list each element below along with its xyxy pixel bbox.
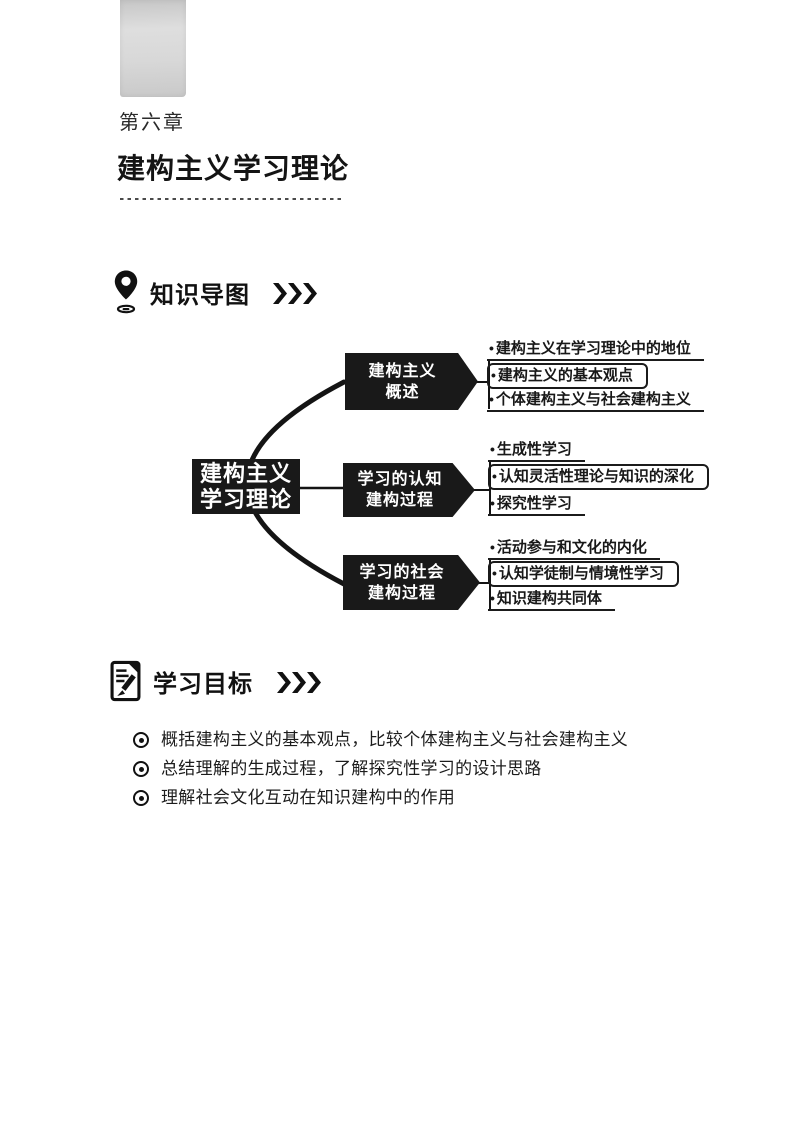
map-leaf-label: 探究性学习 xyxy=(496,495,572,512)
objective-text: 概括建构主义的基本观点，比较个体建构主义与社会建构主义 xyxy=(161,730,629,749)
map-leaf: •认知灵活性理论与知识的深化 xyxy=(488,464,709,490)
bullet-icon: • xyxy=(492,565,497,581)
map-leaf-label: 建构主义的基本观点 xyxy=(497,367,633,384)
branch-label-line1: 建构主义 xyxy=(368,362,437,380)
objective-item: 理解社会文化互动在知识建构中的作用 xyxy=(133,788,628,808)
branch-label-line2: 建构过程 xyxy=(365,492,434,509)
map-leaf-label: 活动参与和文化的内化 xyxy=(496,539,647,556)
knowledge-map-diagram: 建构主义 学习理论 建构主义 概述 学习的认知 建构过程 学习的社会 建构过程 … xyxy=(0,330,780,630)
branch-label-line1: 学习的认知 xyxy=(357,471,443,488)
objective-text: 总结理解的生成过程，了解探究性学习的设计思路 xyxy=(161,759,542,778)
map-leaf-label: 建构主义在学习理论中的地位 xyxy=(495,340,691,357)
bullet-icon: • xyxy=(490,590,495,606)
map-leaf: •建构主义在学习理论中的地位 xyxy=(487,339,704,361)
bullet-icon: • xyxy=(490,441,495,457)
bullet-icon: • xyxy=(489,340,494,356)
bullet-icon: • xyxy=(491,367,496,383)
map-root-label-line1: 建构主义 xyxy=(199,460,292,486)
map-leaf: •建构主义的基本观点 xyxy=(487,363,648,389)
map-leaf: •个体建构主义与社会建构主义 xyxy=(487,390,704,412)
knowledge-map-header: 知识导图 xyxy=(113,268,317,316)
target-bullet-icon xyxy=(133,732,149,748)
page-title: 建构主义学习理论 xyxy=(117,153,350,184)
branch-label-line2: 建构过程 xyxy=(367,584,436,602)
map-branch-node-cognitive: 学习的认知 建构过程 xyxy=(343,463,475,517)
map-leaf: •认知学徒制与情境性学习 xyxy=(488,561,679,587)
map-branch-node-overview: 建构主义 概述 xyxy=(345,353,478,410)
map-leaf: •知识建构共同体 xyxy=(488,589,615,611)
triple-arrow-icon xyxy=(277,671,321,693)
map-leaf-label: 生成性学习 xyxy=(496,441,572,458)
map-leaf: •探究性学习 xyxy=(488,494,585,516)
map-leaf-label: 知识建构共同体 xyxy=(496,590,602,607)
triple-arrow-icon xyxy=(273,282,317,304)
location-pin-icon xyxy=(114,270,138,314)
map-root-label-line2: 学习理论 xyxy=(199,486,292,512)
objectives-heading: 学习目标 xyxy=(153,670,253,698)
scan-artifact-image xyxy=(120,0,186,97)
map-leaf-label: 认知灵活性理论与知识的深化 xyxy=(498,468,694,485)
map-leaf-label: 个体建构主义与社会建构主义 xyxy=(495,391,691,408)
branch-label-line2: 概述 xyxy=(385,383,420,401)
objective-item: 总结理解的生成过程，了解探究性学习的设计思路 xyxy=(133,759,628,779)
bullet-icon: • xyxy=(490,539,495,555)
branch-label-line1: 学习的社会 xyxy=(359,563,445,581)
bullet-icon: • xyxy=(492,468,497,484)
map-leaf: •活动参与和文化的内化 xyxy=(488,538,660,560)
title-dashed-underline xyxy=(120,198,343,201)
map-leaf: •生成性学习 xyxy=(488,440,585,462)
bullet-icon: • xyxy=(489,391,494,407)
map-leaf-label: 认知学徒制与情境性学习 xyxy=(498,565,664,582)
chapter-label: 第六章 xyxy=(119,112,185,134)
target-bullet-icon xyxy=(133,761,149,777)
target-bullet-icon xyxy=(133,790,149,806)
map-root-node: 建构主义 学习理论 xyxy=(192,459,300,514)
knowledge-map-heading: 知识导图 xyxy=(150,281,250,309)
map-branch-node-social: 学习的社会 建构过程 xyxy=(343,555,480,610)
objectives-header: 学习目标 xyxy=(110,660,321,702)
bullet-icon: • xyxy=(490,495,495,511)
objective-text: 理解社会文化互动在知识建构中的作用 xyxy=(161,788,456,807)
document-pen-icon xyxy=(110,660,141,702)
objectives-list: 概括建构主义的基本观点，比较个体建构主义与社会建构主义 总结理解的生成过程，了解… xyxy=(133,730,628,817)
objective-item: 概括建构主义的基本观点，比较个体建构主义与社会建构主义 xyxy=(133,730,628,750)
